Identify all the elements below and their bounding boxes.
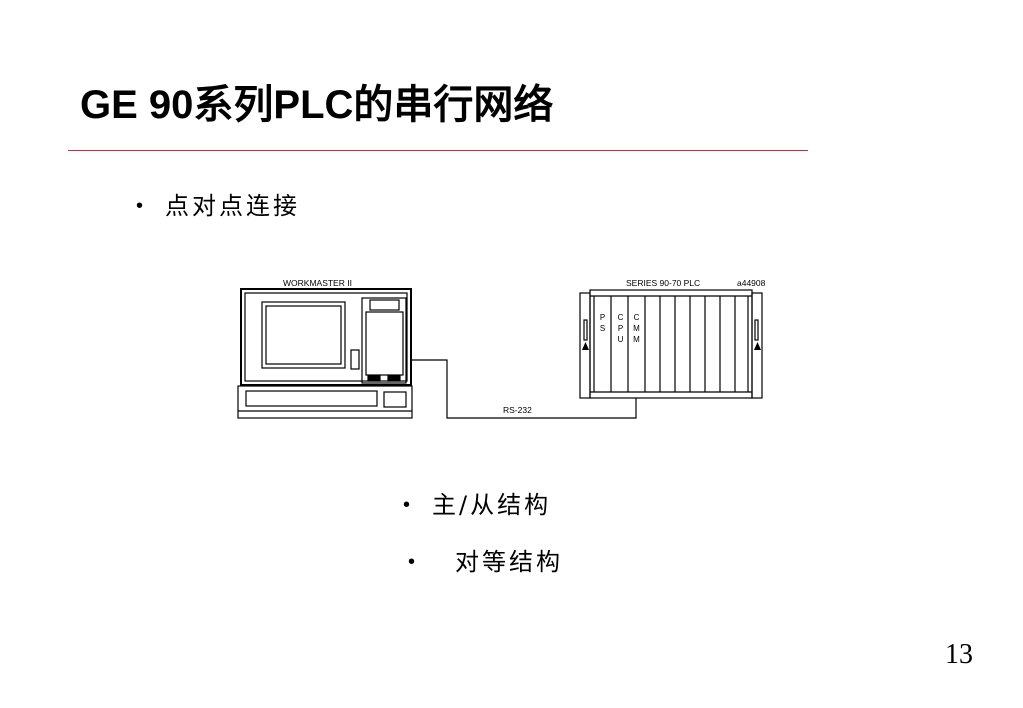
cable-label: RS-232 [503, 405, 532, 415]
rs232-cable: RS-232 [411, 359, 637, 419]
indicator-light [387, 375, 401, 382]
title-divider [68, 150, 808, 151]
rack-left-triangle [582, 342, 589, 350]
bullet-point-to-point: • 点对点连接 [136, 191, 396, 221]
plc-label: SERIES 90-70 PLC [626, 278, 700, 288]
screen-bezel [261, 301, 346, 369]
monitor-inner-frame [244, 292, 408, 382]
rack-right-slot [754, 319, 759, 341]
rack-left-slot [583, 319, 588, 341]
keypad [383, 391, 407, 408]
bullet-marker: • [408, 551, 416, 573]
bullet-marker: • [403, 494, 411, 516]
drive-bay [361, 297, 407, 384]
indicator-light [367, 375, 381, 382]
rack-body [589, 289, 753, 399]
bullet-marker: • [136, 195, 144, 217]
module-label-ps: PS [598, 313, 607, 335]
workmaster-computer: WORKMASTER II [237, 278, 413, 419]
module-label-cmm: CMM [632, 313, 641, 346]
disk-drive [365, 311, 404, 376]
bullet-text: 点对点连接 [165, 192, 300, 220]
module-label-cpu: CPU [616, 313, 625, 346]
rack-right-triangle [754, 342, 761, 350]
cable-line [411, 359, 637, 419]
computer-label: WORKMASTER II [283, 278, 352, 288]
screen [265, 305, 342, 365]
bullet-peer-to-peer: • 对等结构 [408, 547, 668, 577]
keyboard-base [237, 385, 413, 419]
drive-bay-tab [369, 299, 400, 311]
plc-rack: SERIES 90-70 PLC a44908 [579, 278, 766, 399]
slide-title: GE 90系列PLC的串行网络 [80, 83, 554, 127]
bullet-text: 主/从结构 [432, 491, 552, 519]
bullet-text: 对等结构 [455, 548, 563, 576]
figure-id: a44908 [737, 278, 766, 288]
power-switch [350, 349, 360, 370]
monitor-outer-frame [240, 288, 412, 386]
keyboard [245, 390, 378, 407]
page-number: 13 [945, 639, 973, 670]
bullet-master-slave: • 主/从结构 [403, 490, 663, 520]
